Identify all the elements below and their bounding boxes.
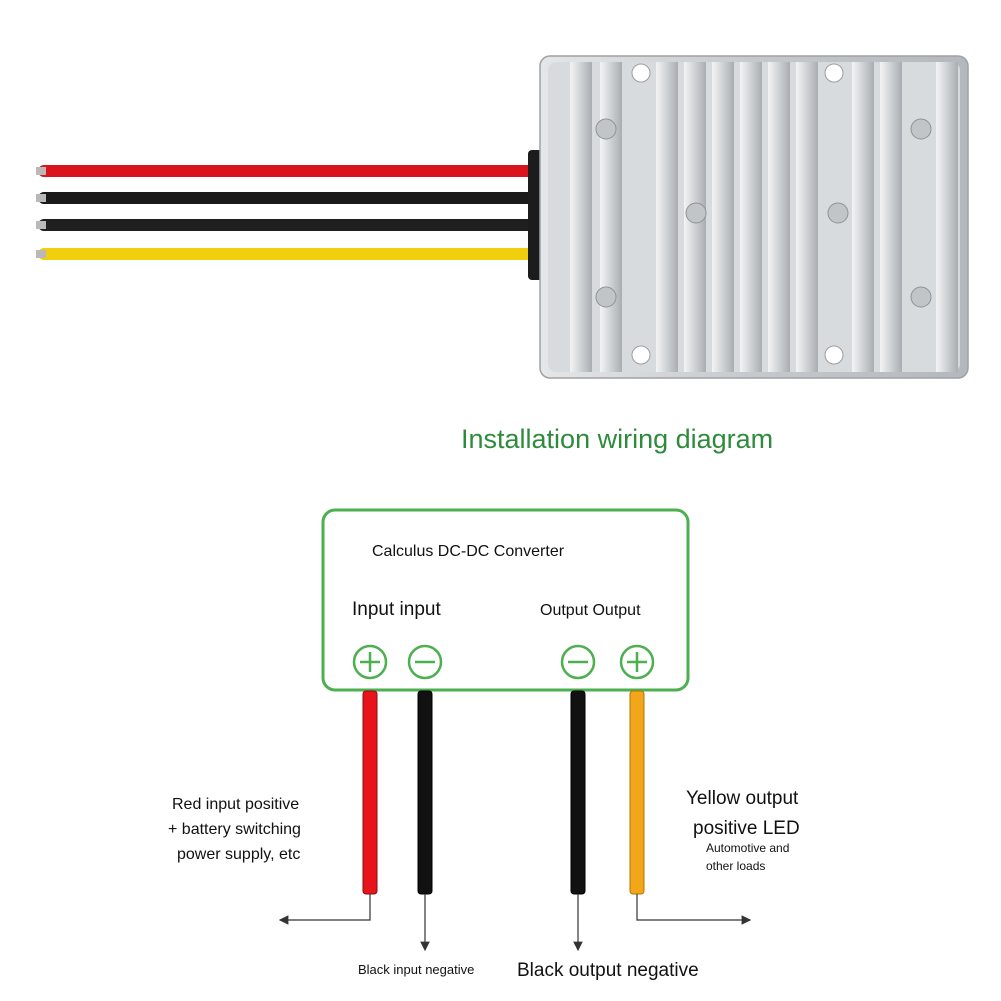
wire-red-input <box>362 690 378 895</box>
input-label: Input input <box>352 599 441 620</box>
converter-housing <box>539 55 969 379</box>
black-input-annotation: Black input negative <box>358 962 474 977</box>
red-input-annotation-line-1: Red input positive <box>172 796 299 813</box>
yellow-output-sub-line-1: Automotive and <box>706 841 789 855</box>
output-label: Output Output <box>540 602 641 619</box>
yellow-output-annotation-line-1: Yellow output <box>686 788 799 809</box>
wire-yellow-output <box>629 690 645 895</box>
arrow-red-input <box>278 894 371 925</box>
terminal-input-positive <box>352 644 388 680</box>
terminal-input-negative <box>407 644 443 680</box>
converter-box <box>321 508 690 692</box>
wire-black-input <box>417 690 433 895</box>
black-output-annotation: Black output negative <box>517 960 699 981</box>
photo-wires <box>36 165 541 260</box>
arrow-yellow-output <box>636 894 752 925</box>
diagram-title: Installation wiring diagram <box>461 424 774 454</box>
yellow-output-annotation-line-2: positive LED <box>693 818 800 839</box>
terminal-output-negative <box>560 644 596 680</box>
red-input-annotation-line-2: + battery switching <box>168 821 301 838</box>
product-photo <box>36 55 969 379</box>
wire-black-output <box>570 690 586 895</box>
terminal-output-positive <box>619 644 655 680</box>
heatsink-fins <box>570 62 958 372</box>
converter-name: Calculus DC-DC Converter <box>372 543 565 560</box>
red-input-annotation-line-3: power supply, etc <box>177 846 300 863</box>
yellow-output-sub-line-2: other loads <box>706 859 765 873</box>
